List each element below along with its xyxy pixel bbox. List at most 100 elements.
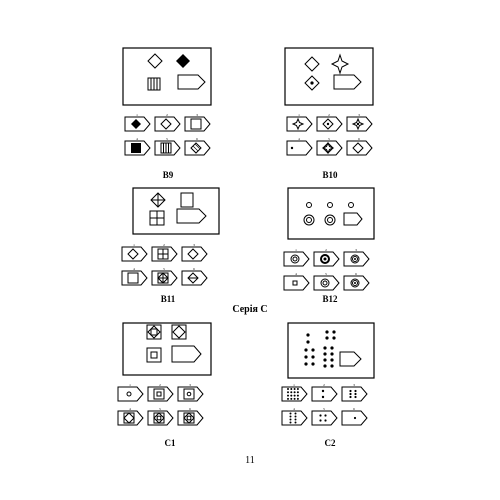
circle-figure — [348, 202, 354, 208]
option-number: 5 — [163, 267, 165, 271]
answer-option-6[interactable]: 6 — [341, 407, 368, 426]
option-tag-shape — [283, 275, 310, 291]
option-number: 3 — [358, 113, 360, 117]
answer-option-4[interactable]: 4 — [281, 407, 308, 426]
answer-option-4[interactable]: 4 — [117, 407, 144, 426]
option-number: 2 — [166, 113, 168, 117]
answer-option-3[interactable]: 3 — [181, 243, 208, 262]
answer-option-1[interactable]: 1 — [281, 383, 308, 402]
answer-option-5[interactable]: 5 — [313, 272, 340, 291]
answer-option-2[interactable]: 2 — [316, 113, 343, 132]
dots-eight-figure — [323, 346, 334, 368]
answer-option-6[interactable]: 6 — [343, 272, 370, 291]
answer-option-4[interactable]: 4 — [124, 137, 151, 156]
option-number: 2 — [325, 248, 327, 252]
square-diamond-square-figure — [146, 324, 162, 340]
answer-option-2[interactable]: 2 — [154, 113, 181, 132]
option-number: 6 — [358, 137, 360, 141]
square-figure — [180, 192, 194, 208]
option-tag-shape — [151, 246, 178, 262]
option-tag-shape — [313, 275, 340, 291]
answer-option-1[interactable]: 1 — [286, 113, 313, 132]
option-tag-shape — [147, 386, 174, 402]
answer-option-6[interactable]: 6 — [346, 137, 373, 156]
answer-option-4[interactable]: 4 — [286, 137, 313, 156]
option-number: 6 — [196, 137, 198, 141]
option-number: 4 — [298, 137, 300, 141]
option-tag-shape — [311, 386, 338, 402]
diamond-outline-figure — [147, 53, 163, 69]
question-matrix — [287, 187, 375, 240]
answer-option-1[interactable]: 1 — [121, 243, 148, 262]
option-number: 1 — [129, 383, 131, 387]
answer-option-3[interactable]: 3 — [346, 113, 373, 132]
option-number: 2 — [323, 383, 325, 387]
answer-option-3[interactable]: 3 — [343, 248, 370, 267]
answer-option-3[interactable]: 3 — [184, 113, 211, 132]
answer-option-1[interactable]: 1 — [283, 248, 310, 267]
answer-option-2[interactable]: 2 — [147, 383, 174, 402]
puzzle-label-b12: B12 — [322, 294, 338, 304]
puzzle-label-c1: C1 — [164, 438, 176, 448]
striped-square-figure — [147, 77, 161, 91]
answer-option-4[interactable]: 4 — [121, 267, 148, 286]
question-matrix — [132, 187, 220, 235]
empty-answer-slot — [339, 351, 362, 367]
puzzle-label-b10: B10 — [322, 170, 338, 180]
answer-option-3[interactable]: 3 — [341, 383, 368, 402]
option-tag-shape — [181, 270, 208, 286]
option-number: 2 — [159, 383, 161, 387]
dots-six-figure — [304, 348, 315, 366]
option-tag-shape — [281, 410, 308, 426]
option-number: 5 — [323, 407, 325, 411]
option-number: 3 — [196, 113, 198, 117]
puzzle-label-b9: B9 — [162, 170, 174, 180]
option-tag-shape — [341, 410, 368, 426]
empty-answer-slot — [176, 208, 207, 224]
answer-option-2[interactable]: 2 — [311, 383, 338, 402]
option-number: 6 — [353, 407, 355, 411]
answer-option-6[interactable]: 6 — [177, 407, 204, 426]
answer-option-6[interactable]: 6 — [181, 267, 208, 286]
option-number: 3 — [355, 248, 357, 252]
option-number: 6 — [193, 267, 195, 271]
question-matrix — [122, 322, 212, 376]
option-number: 3 — [353, 383, 355, 387]
puzzle-c2: 1 2 3 4 5 6 — [281, 320, 382, 460]
answer-option-1[interactable]: 1 — [124, 113, 151, 132]
puzzle-label-c2: C2 — [324, 438, 336, 448]
option-tag-shape — [343, 251, 370, 267]
option-tag-shape — [341, 386, 368, 402]
option-tag-shape — [286, 116, 313, 132]
answer-option-2[interactable]: 2 — [151, 243, 178, 262]
answer-option-5[interactable]: 5 — [316, 137, 343, 156]
option-number: 4 — [295, 272, 297, 276]
star-figure — [330, 53, 350, 75]
option-tag-shape — [184, 140, 211, 156]
option-tag-shape — [184, 116, 211, 132]
question-matrix — [122, 47, 212, 106]
answer-option-3[interactable]: 3 — [177, 383, 204, 402]
answer-option-5[interactable]: 5 — [154, 137, 181, 156]
answer-option-2[interactable]: 2 — [313, 248, 340, 267]
answer-option-6[interactable]: 6 — [184, 137, 211, 156]
answer-option-5[interactable]: 5 — [147, 407, 174, 426]
option-tag-shape — [177, 410, 204, 426]
answer-option-1[interactable]: 1 — [117, 383, 144, 402]
option-tag-shape — [154, 140, 181, 156]
answer-option-4[interactable]: 4 — [283, 272, 310, 291]
option-number: 1 — [136, 113, 138, 117]
answer-option-5[interactable]: 5 — [311, 407, 338, 426]
puzzle-c2-drawing: 1 2 3 4 5 6 — [281, 322, 375, 426]
diamond-with-dot-figure — [304, 75, 320, 91]
diamond-figure — [304, 56, 320, 72]
answer-option-5[interactable]: 5 — [151, 267, 178, 286]
